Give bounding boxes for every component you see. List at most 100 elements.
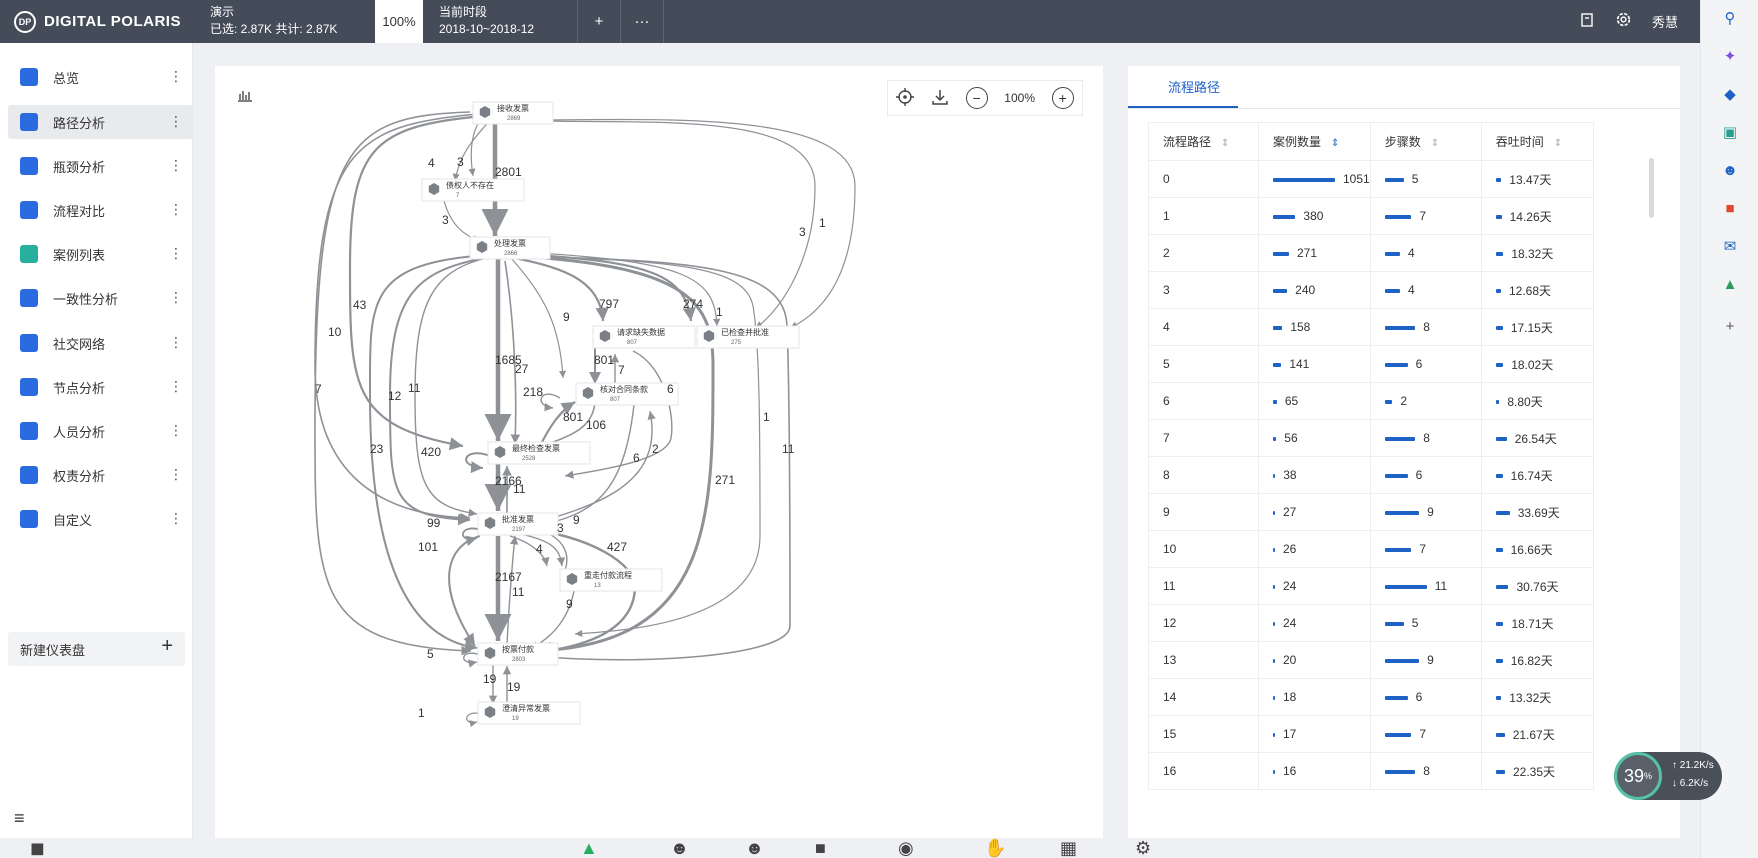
participants-icon[interactable]: ☻	[745, 838, 764, 858]
kebab-menu-icon[interactable]: ⋮	[169, 422, 183, 438]
process-edge[interactable]	[314, 113, 478, 523]
process-edge[interactable]	[519, 255, 791, 662]
process-edge[interactable]	[514, 254, 715, 660]
process-edge[interactable]	[514, 118, 856, 329]
sidebar-item-7[interactable]: 节点分析⋮	[8, 370, 193, 404]
search-icon[interactable]: ⚲	[1724, 10, 1736, 27]
process-edge[interactable]	[519, 533, 566, 567]
sidebar-item-9[interactable]: 权责分析⋮	[8, 458, 193, 492]
user-name[interactable]: 秀慧	[1651, 15, 1678, 30]
settings-icon[interactable]: ⚙	[1135, 838, 1152, 858]
sort-icon[interactable]: ⇕	[1221, 138, 1230, 149]
process-edge[interactable]	[510, 257, 567, 379]
plus-icon[interactable]: +	[161, 635, 173, 657]
filter-percentage[interactable]: 100%	[375, 0, 423, 43]
app-logo[interactable]: DP DIGITAL POLARIS	[0, 0, 200, 43]
sort-desc-icon[interactable]: ⇕	[1331, 138, 1340, 149]
process-edge[interactable]	[504, 119, 816, 329]
col-steps[interactable]: 步骤数⇕	[1369, 122, 1482, 161]
kebab-menu-icon[interactable]: ⋮	[169, 113, 183, 129]
sidebar-item-4[interactable]: 案例列表⋮	[8, 237, 193, 271]
sidebar-item-6[interactable]: 社交网络⋮	[8, 326, 193, 360]
raise-hand-icon[interactable]: ✋	[984, 838, 1007, 858]
kebab-menu-icon[interactable]: ⋮	[169, 510, 183, 526]
kebab-menu-icon[interactable]: ⋮	[169, 201, 183, 217]
bar-chart-icon[interactable]	[237, 88, 253, 105]
kebab-menu-icon[interactable]: ⋮	[169, 68, 183, 84]
people-icon[interactable]: ☻	[1722, 162, 1738, 179]
chat-icon[interactable]: ■	[815, 838, 826, 858]
more-button[interactable]: ···	[621, 0, 664, 43]
process-edge[interactable]	[514, 255, 761, 638]
process-edge[interactable]	[506, 535, 519, 645]
kebab-menu-icon[interactable]: ⋮	[169, 334, 183, 350]
locate-icon[interactable]	[896, 87, 915, 109]
col-path[interactable]: 流程路径⇕	[1148, 122, 1259, 161]
sort-icon[interactable]: ⇕	[1430, 138, 1440, 149]
zoom-in-icon[interactable]: +	[1051, 87, 1074, 109]
bookmark-icon[interactable]	[1579, 12, 1595, 32]
kebab-menu-icon[interactable]: ⋮	[169, 245, 183, 261]
office-icon[interactable]: ■	[1725, 200, 1735, 217]
process-edge[interactable]	[539, 401, 576, 447]
add-icon[interactable]: +	[1725, 318, 1735, 335]
sidebar-item-8[interactable]: 人员分析⋮	[8, 414, 193, 448]
col-cases[interactable]: 案例数量⇕	[1258, 122, 1371, 161]
tag-icon[interactable]: ◆	[1724, 86, 1736, 103]
process-edge[interactable]	[504, 254, 609, 322]
sidebar-item-2[interactable]: 瓶颈分析⋮	[8, 149, 193, 183]
add-filter-button[interactable]: +	[578, 0, 621, 43]
process-map[interactable]: 接收发票2869债权人不存在7处理发票2866请求缺失数据807已检查并批准27…	[215, 66, 1103, 838]
process-edge[interactable]	[564, 350, 673, 479]
period-selector[interactable]: 当前时段 2018-10~2018-12	[423, 0, 578, 43]
kebab-menu-icon[interactable]: ⋮	[169, 289, 183, 305]
sidebar-item-0[interactable]: 总览⋮	[8, 60, 193, 94]
process-edge[interactable]	[540, 393, 561, 412]
tab-process-paths[interactable]: 流程路径	[1168, 80, 1221, 95]
sort-icon[interactable]: ⇕	[1553, 138, 1563, 149]
record-icon[interactable]: ◉	[898, 838, 914, 858]
process-edge[interactable]	[519, 251, 721, 327]
process-edge[interactable]	[448, 535, 481, 647]
sidebar-item-3[interactable]: 流程对比⋮	[8, 193, 193, 227]
zoom-out-icon[interactable]: −	[965, 87, 988, 109]
process-edge[interactable]	[465, 452, 491, 474]
network-monitor[interactable]: 39% ↑ 21.2K/s ↓ 6.2K/s	[1614, 752, 1722, 800]
process-edge[interactable]	[529, 585, 576, 650]
col-throughput[interactable]: 吞吐时间⇕	[1480, 122, 1594, 161]
new-dashboard-button[interactable]: 新建仪表盘 +	[8, 632, 185, 666]
process-edge[interactable]	[314, 111, 472, 656]
sparkle-icon[interactable]: ✦	[1723, 48, 1737, 65]
download-icon[interactable]	[931, 88, 949, 109]
gear-icon[interactable]	[1615, 11, 1632, 32]
share-screen-icon[interactable]: ▲	[580, 838, 598, 858]
sidebar-item-5[interactable]: 一致性分析⋮	[8, 281, 193, 315]
kebab-menu-icon[interactable]: ⋮	[169, 378, 183, 394]
collapse-menu-icon[interactable]: ≡	[14, 808, 25, 828]
